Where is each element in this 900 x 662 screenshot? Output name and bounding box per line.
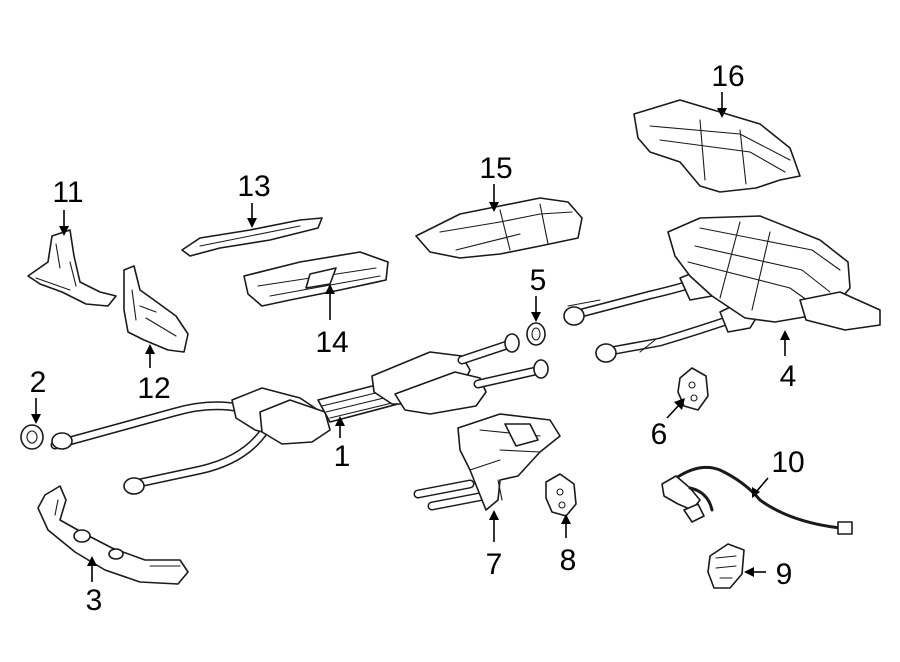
part-1-front-exhaust-pipe[interactable] bbox=[50, 333, 549, 495]
part-15-heat-shield[interactable] bbox=[415, 197, 583, 259]
callout-13: 13 bbox=[237, 170, 270, 203]
callout-4: 4 bbox=[780, 360, 797, 393]
part-9-sensor-bracket[interactable] bbox=[707, 543, 745, 589]
part-7-hanger-bracket[interactable] bbox=[413, 413, 561, 511]
callout-14: 14 bbox=[315, 326, 348, 359]
callout-2: 2 bbox=[30, 366, 47, 399]
callout-16: 16 bbox=[711, 60, 744, 93]
part-8-hanger-insulator[interactable] bbox=[545, 473, 577, 517]
callout-1: 1 bbox=[334, 440, 351, 473]
callout-7: 7 bbox=[486, 548, 503, 581]
part-10-oxygen-sensor[interactable] bbox=[661, 465, 853, 535]
part-3-bracket[interactable] bbox=[37, 485, 189, 585]
callout-9: 9 bbox=[776, 558, 793, 591]
callout-3: 3 bbox=[86, 584, 103, 617]
part-13-heat-shield[interactable] bbox=[181, 217, 323, 257]
callout-labels: 1 2 3 4 5 6 7 8 9 10 11 12 13 14 15 16 bbox=[30, 60, 805, 617]
callout-6: 6 bbox=[651, 418, 668, 451]
part-5-gasket[interactable] bbox=[526, 322, 546, 346]
part-4-muffler-assembly[interactable] bbox=[563, 215, 881, 363]
callout-15: 15 bbox=[479, 152, 512, 185]
callout-12: 12 bbox=[137, 372, 170, 405]
part-11-heat-insulator[interactable] bbox=[27, 229, 117, 307]
part-12-heat-insulator[interactable] bbox=[123, 265, 189, 353]
callout-5: 5 bbox=[530, 264, 547, 297]
callout-8: 8 bbox=[560, 544, 577, 577]
part-6-hanger-insulator[interactable] bbox=[677, 367, 709, 411]
callout-11: 11 bbox=[52, 176, 83, 209]
callout-10: 10 bbox=[771, 446, 804, 479]
part-14-heat-shield[interactable] bbox=[243, 251, 389, 307]
part-16-heat-shield[interactable] bbox=[633, 99, 801, 193]
part-2-gasket[interactable] bbox=[20, 424, 44, 450]
leader-lines bbox=[31, 92, 790, 582]
